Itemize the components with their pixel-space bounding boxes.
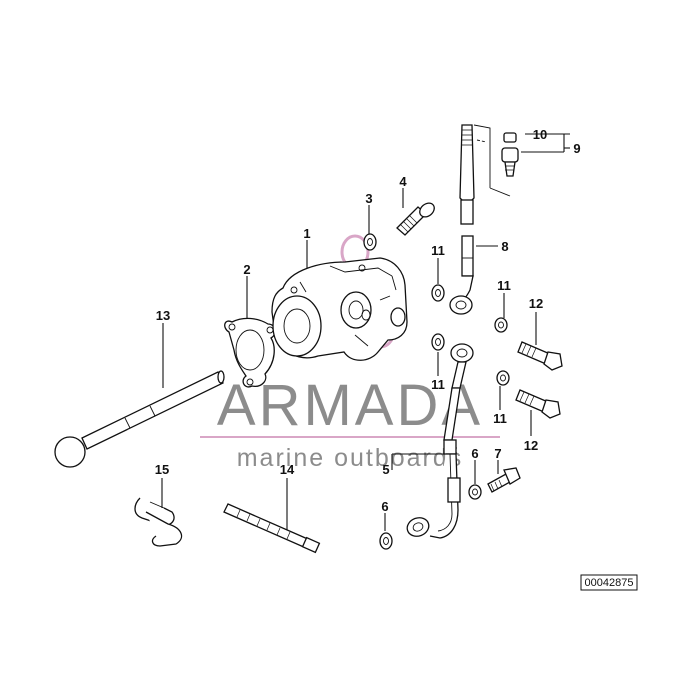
part-4-bolt <box>396 202 435 236</box>
leader-lines <box>161 133 570 531</box>
part-6-washers <box>379 484 482 550</box>
callout-11-b: 11 <box>497 278 511 293</box>
callout-10: 10 <box>533 127 547 142</box>
callout-11-d: 11 <box>493 411 507 426</box>
callout-numbers: 1 2 3 4 5 6 6 7 8 9 10 11 11 11 11 12 12… <box>155 127 581 514</box>
watermark-tagline: marine outboards <box>237 444 464 472</box>
part-12-banjo-bolts <box>515 341 563 419</box>
callout-1: 1 <box>303 226 310 241</box>
part-8-upper-line <box>449 124 511 315</box>
seal-ring-b <box>494 317 508 333</box>
callout-11-c: 11 <box>431 377 445 392</box>
part-3-washer <box>363 233 377 251</box>
part-5-lower-line <box>406 343 474 539</box>
callout-12-a: 12 <box>529 296 543 311</box>
callout-13: 13 <box>156 308 170 323</box>
reference-number: 00042875 <box>585 577 634 589</box>
part-1-housing <box>271 257 408 361</box>
part-2-gasket <box>224 317 276 388</box>
callout-4: 4 <box>399 174 407 189</box>
callout-7: 7 <box>494 446 501 461</box>
callout-6-a: 6 <box>381 499 388 514</box>
callout-5: 5 <box>382 462 389 477</box>
callout-8: 8 <box>501 239 508 254</box>
part-14-cable-tie <box>223 503 321 554</box>
seal-ring-d <box>496 370 510 386</box>
washer-6a <box>379 532 393 550</box>
callout-6-b: 6 <box>471 446 478 461</box>
callout-3: 3 <box>365 191 372 206</box>
callout-2: 2 <box>243 262 250 277</box>
callout-15: 15 <box>155 462 169 477</box>
callout-9: 9 <box>573 141 580 156</box>
callout-11-a: 11 <box>431 243 445 258</box>
seal-ring-c <box>431 333 445 351</box>
callout-12-b: 12 <box>524 438 538 453</box>
part-13-rod <box>54 370 225 468</box>
part-15-clip <box>134 497 183 547</box>
part-9-fitting <box>501 132 519 177</box>
reference-box: 00042875 <box>580 574 638 591</box>
seal-ring-a <box>431 284 445 302</box>
washer-6b <box>468 484 482 500</box>
part-7-bolt <box>487 467 521 493</box>
callout-14: 14 <box>280 462 295 477</box>
part-11-seal-rings <box>431 284 510 386</box>
